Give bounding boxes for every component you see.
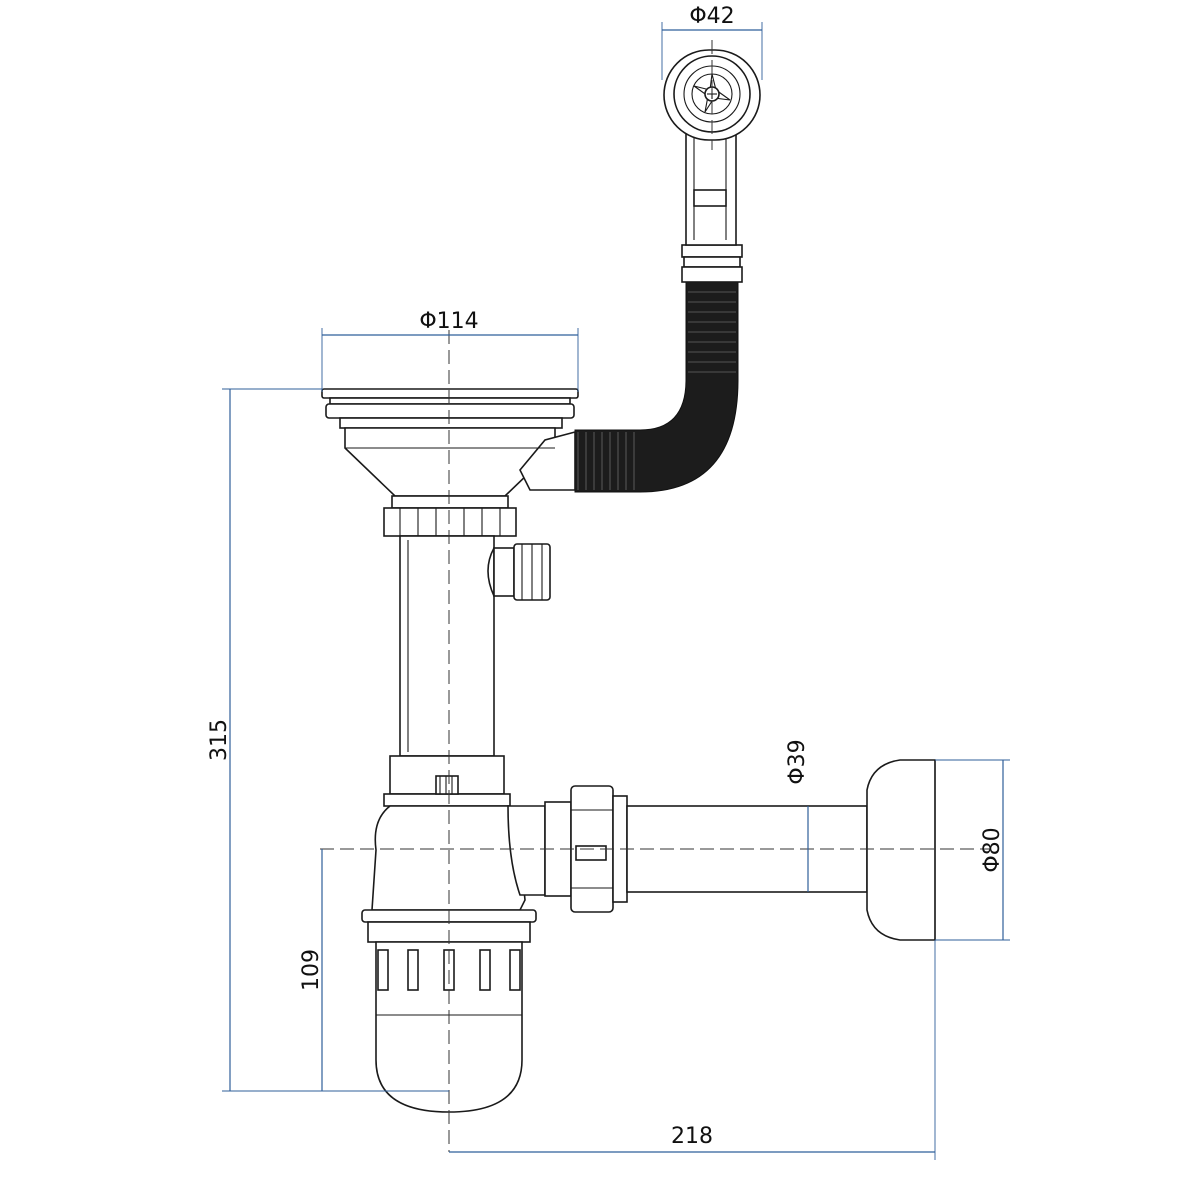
outlet-length-label: 218 xyxy=(671,1124,713,1149)
centerlines xyxy=(320,40,990,1152)
overflow-hose xyxy=(574,281,739,493)
dimension-wall-flange-diameter: Φ80 xyxy=(935,759,1010,941)
wall-flange xyxy=(866,759,936,941)
outlet-pipe-diameter-label: Φ39 xyxy=(785,739,810,784)
trap-cup xyxy=(375,941,523,1113)
dimension-drain-head-diameter: Φ114 xyxy=(321,309,579,392)
dimension-trap-height: 109 xyxy=(299,849,324,1091)
dimension-outlet-pipe-diameter: Φ39 xyxy=(785,739,810,892)
total-height-label: 315 xyxy=(207,719,232,761)
drain-head-diameter-label: Φ114 xyxy=(419,309,478,334)
bottle-trap-body xyxy=(361,805,546,943)
dimension-overflow-diameter: Φ42 xyxy=(661,4,763,80)
tailpipe xyxy=(399,535,551,757)
trap-height-label: 109 xyxy=(299,949,324,991)
drain-head xyxy=(321,388,579,497)
overflow-tube xyxy=(685,129,737,246)
wall-flange-diameter-label: Φ80 xyxy=(980,827,1005,872)
drain-locknut xyxy=(383,495,517,537)
dimension-outlet-length: 218 xyxy=(449,940,936,1160)
trap-nut xyxy=(383,755,511,807)
overflow-hose-collar xyxy=(681,244,743,283)
dimension-total-height: 315 xyxy=(207,388,449,1092)
overflow-diameter-label: Φ42 xyxy=(689,4,734,29)
